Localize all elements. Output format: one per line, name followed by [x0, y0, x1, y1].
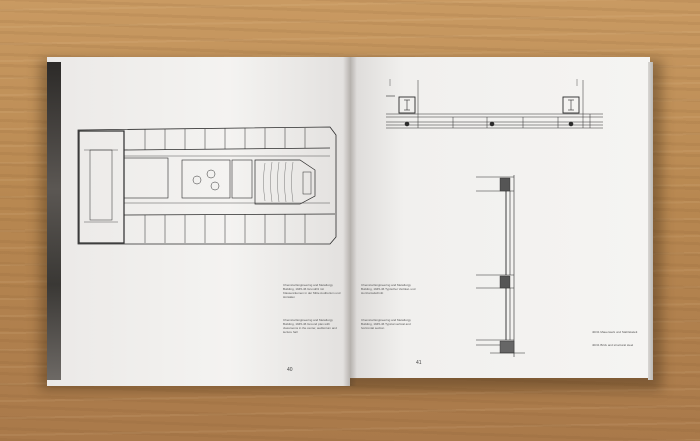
left-photo-edge — [47, 62, 61, 380]
floor-plan — [77, 126, 337, 245]
horizontal-section — [386, 79, 603, 129]
right-caption-3: 40/41 Mauerwerk und Stahlskelett — [592, 330, 638, 334]
left-page-number: 40 — [287, 367, 293, 373]
right-caption-4: 40/41 Brick and structural steel — [592, 343, 634, 347]
book-gutter — [343, 57, 357, 386]
right-caption-1: Chemical Engineering and Metallurgy Buil… — [361, 283, 416, 295]
left-page — [47, 57, 350, 386]
left-caption-2: Chemical Engineering and Metallurgy Buil… — [283, 318, 337, 334]
right-caption-2: Chemical Engineering and Metallurgy Buil… — [361, 318, 411, 330]
right-page — [350, 57, 650, 378]
left-caption-1: Chemical Engineering and Metallurgy Buil… — [283, 283, 341, 299]
right-page-edge — [648, 62, 653, 380]
vertical-section — [476, 175, 525, 357]
right-page-number: 41 — [416, 360, 422, 366]
